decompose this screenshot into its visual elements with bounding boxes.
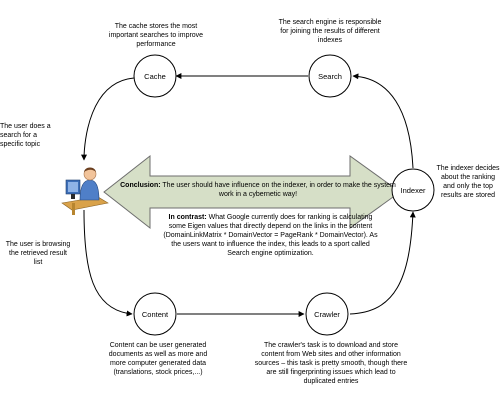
edge-cache-to-user <box>81 77 135 161</box>
node-crawler: Crawler <box>305 292 349 336</box>
edge-user-to-content <box>83 209 133 317</box>
node-content: Content <box>133 292 177 336</box>
node-search: Search <box>308 54 352 98</box>
conclusion-body: The user should have influence on the in… <box>162 182 396 198</box>
conclusion-text: Conclusion: The user should have influen… <box>113 181 403 199</box>
contrast-text: In contrast: What Google currently does … <box>163 213 378 258</box>
search-annotation: The search engine is responsible for joi… <box>278 19 382 44</box>
indexer-annotation: The indexer decides about the ranking an… <box>436 165 500 199</box>
contrast-heading: In contrast: <box>168 214 207 221</box>
contrast-body: What Google currently does for ranking i… <box>163 214 378 257</box>
content-annotation: Content can be user generated documents … <box>108 342 208 376</box>
node-search-label: Search <box>318 72 342 81</box>
crawler-annotation: The crawler's task is to download and st… <box>254 342 408 385</box>
user-search-annotation: The user does a search for a specific to… <box>0 123 51 148</box>
node-indexer-label: Indexer <box>400 186 426 195</box>
cache-annotation: The cache stores the most important sear… <box>108 23 204 48</box>
edge-indexer-to-search <box>352 73 414 169</box>
node-crawler-label: Crawler <box>314 310 340 319</box>
node-cache: Cache <box>133 54 177 98</box>
user-at-computer-icon <box>61 167 109 215</box>
node-cache-label: Cache <box>144 72 166 81</box>
node-indexer: Indexer <box>391 168 435 212</box>
edge-crawler-to-indexer <box>349 211 416 315</box>
user-browse-annotation: The user is browsing the retrieved resul… <box>5 241 71 266</box>
conclusion-heading: Conclusion: <box>120 182 161 189</box>
node-content-label: Content <box>142 310 169 319</box>
